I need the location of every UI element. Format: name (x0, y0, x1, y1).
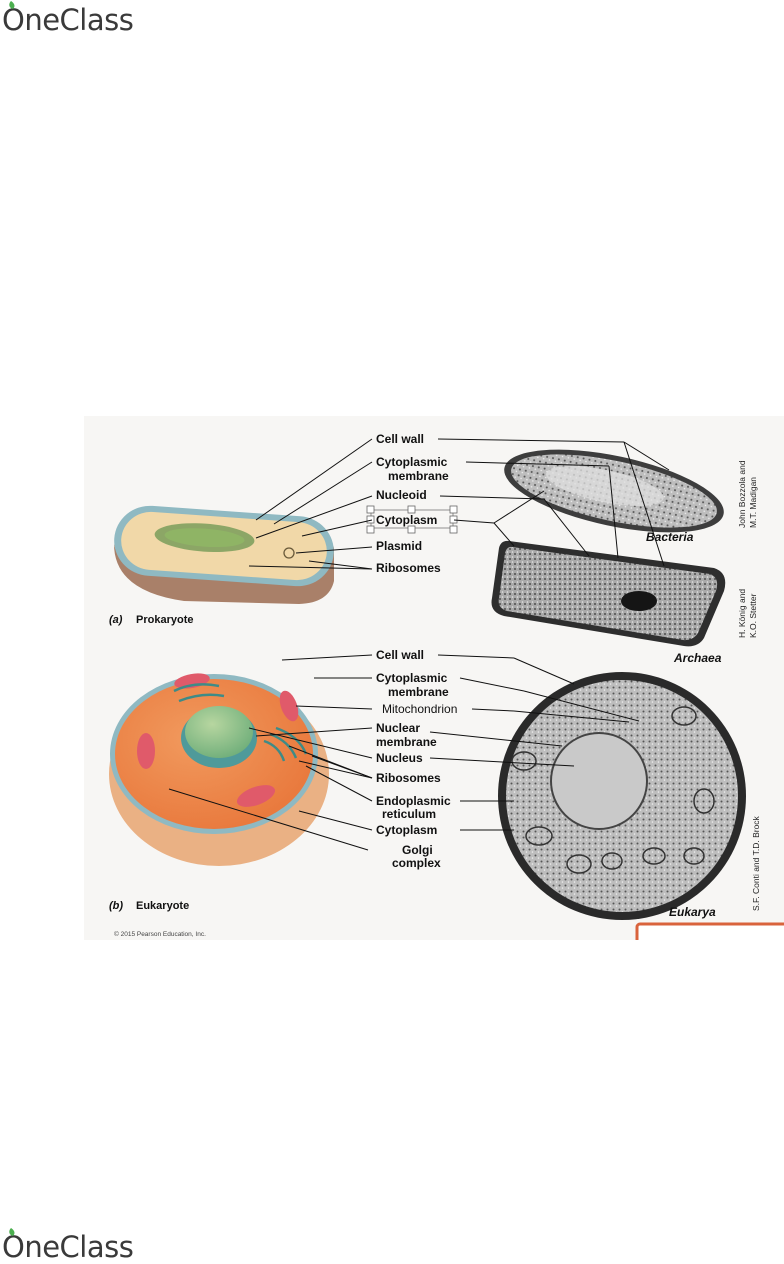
leaf-icon (9, 1228, 15, 1236)
cell-comparison-figure: Cell wall Cytoplasmic membrane Nucleoid … (84, 416, 784, 940)
label-mitochondrion-b: Mitochondrion (382, 702, 457, 716)
label-ribosomes-a: Ribosomes (376, 561, 441, 575)
credit-archaea-1: H. König and (737, 589, 747, 638)
label-golgi-b-1: Golgi (402, 843, 433, 857)
eukaryote-leader-lines (168, 654, 640, 851)
tag-eukarya: Eukarya (669, 905, 716, 919)
label-cytoplasm-a: Cytoplasm (376, 513, 437, 527)
panel-title-eukaryote: Eukaryote (136, 900, 189, 912)
label-nuclear-b-1: Nuclear (376, 721, 420, 735)
eukarya-micrograph (498, 672, 746, 920)
label-cytoplasmic-b-2: membrane (388, 685, 449, 699)
credit-bacteria-1: John Bozzola and (737, 460, 747, 528)
label-nuclear-b-2: membrane (376, 735, 437, 749)
label-cell-wall-b: Cell wall (376, 648, 424, 662)
label-er-b-1: Endoplasmic (376, 794, 451, 808)
panel-letter-b: (b) (109, 900, 123, 912)
archaea-micrograph (491, 540, 726, 647)
label-nucleus-b: Nucleus (376, 751, 423, 765)
prokaryote-drawing (114, 505, 334, 604)
label-cytoplasmic-a-2: membrane (388, 469, 449, 483)
leaf-icon (9, 1, 15, 9)
prokaryote-leader-lines (248, 438, 670, 570)
credit-archaea-2: K.O. Stetter (748, 593, 758, 638)
tag-archaea: Archaea (673, 651, 722, 665)
brand-name-rest: neClass (24, 1230, 134, 1264)
eukaryote-drawing (109, 673, 329, 866)
label-nucleoid-a: Nucleoid (376, 488, 427, 502)
label-er-b-2: reticulum (382, 807, 436, 821)
label-golgi-b-2: complex (392, 856, 441, 870)
credit-eukarya: S.F. Conti and T.D. Brock (751, 815, 761, 911)
label-cell-wall-a: Cell wall (376, 432, 424, 446)
label-cytoplasmic-b-1: Cytoplasmic (376, 671, 448, 685)
label-plasmid-a: Plasmid (376, 539, 422, 553)
label-cytoplasmic-a-1: Cytoplasmic (376, 455, 448, 469)
selection-handles (366, 505, 458, 534)
brand-name-rest: neClass (24, 3, 134, 37)
copyright-notice: © 2015 Pearson Education, Inc. (114, 930, 206, 938)
label-ribosomes-b: Ribosomes (376, 771, 441, 785)
figure-svg: Cell wall Cytoplasmic membrane Nucleoid … (109, 432, 784, 940)
figure-number-box (635, 922, 784, 940)
label-cytoplasm-b: Cytoplasm (376, 823, 437, 837)
panel-title-prokaryote: Prokaryote (136, 614, 193, 626)
credit-bacteria-2: M.T. Madigan (748, 477, 758, 528)
panel-letter-a: (a) (109, 614, 123, 626)
bacteria-micrograph (504, 449, 724, 533)
tag-bacteria: Bacteria (646, 530, 694, 544)
